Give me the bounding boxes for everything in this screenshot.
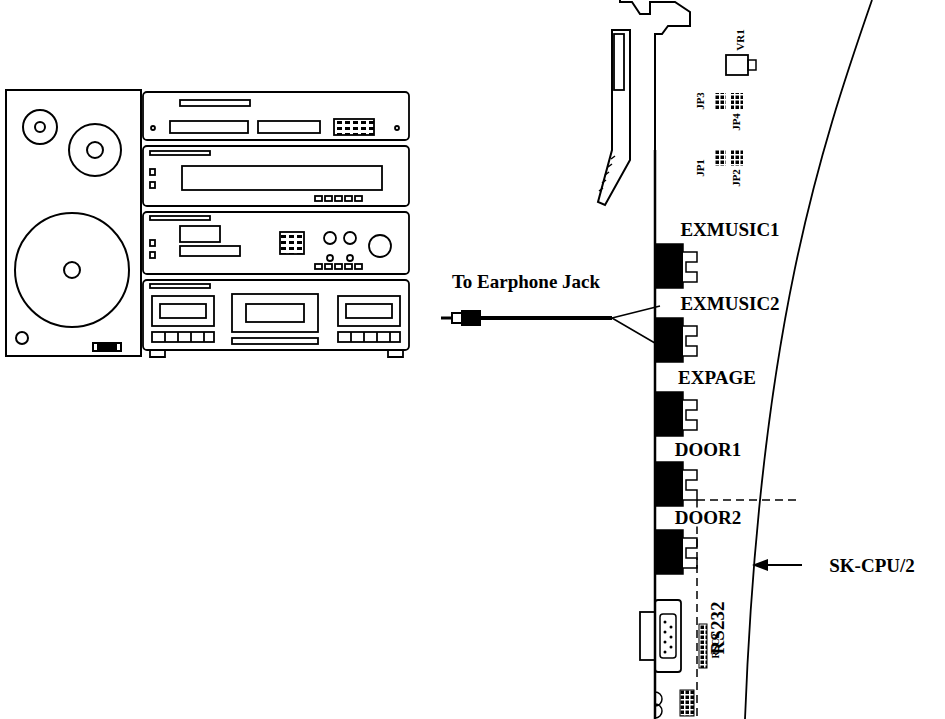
speaker bbox=[6, 90, 141, 356]
connector-label: EXPAGE bbox=[677, 368, 757, 387]
stereo-components bbox=[143, 92, 409, 357]
jumper-label: JP2 bbox=[731, 168, 742, 188]
jumper-label: JP3 bbox=[695, 91, 706, 111]
callout-text: To Earphone Jack bbox=[451, 272, 601, 291]
jumper-label: JP1 bbox=[695, 158, 706, 178]
component-label: VR1 bbox=[735, 28, 746, 51]
connector-label: DOOR1 bbox=[674, 440, 743, 459]
earphone-plug-cable bbox=[441, 306, 660, 346]
header-label: RSC2 bbox=[711, 632, 721, 659]
board-name: SK-CPU/2 bbox=[828, 556, 916, 575]
jumper-label: JP4 bbox=[731, 112, 742, 132]
sk-cpu-board bbox=[598, 0, 872, 719]
connector-label: DOOR2 bbox=[674, 508, 743, 527]
connector-label: EXMUSIC2 bbox=[679, 294, 780, 313]
connector-label: EXMUSIC1 bbox=[679, 220, 780, 239]
